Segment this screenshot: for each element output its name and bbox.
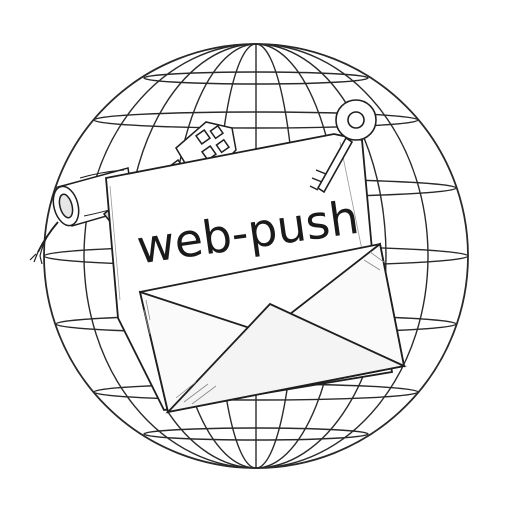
envelope-icon — [138, 242, 407, 414]
key-icon — [309, 99, 377, 194]
